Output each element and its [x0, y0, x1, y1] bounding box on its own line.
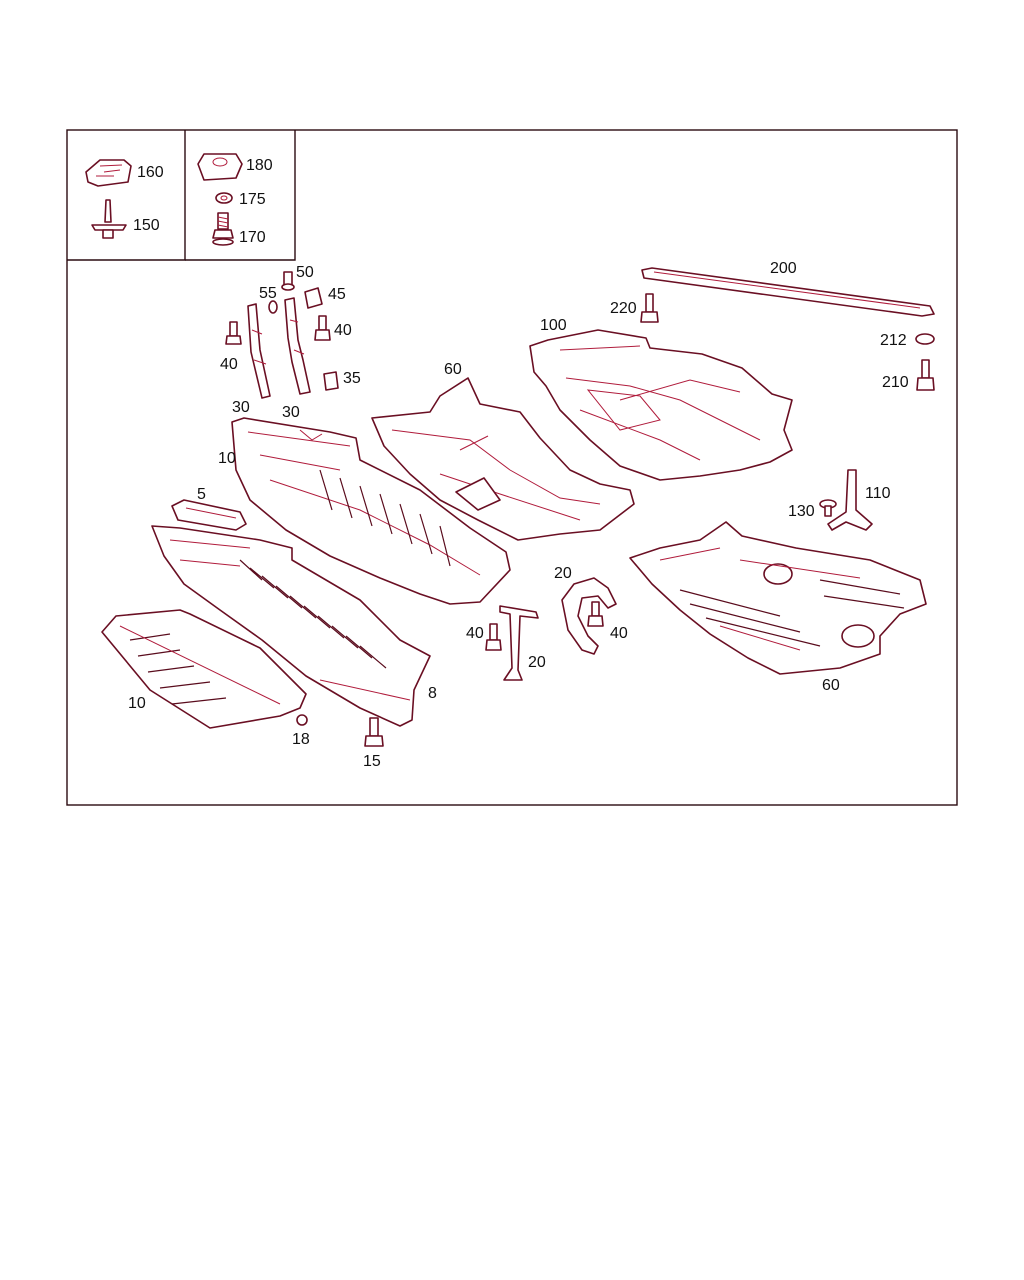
callout-10-lower: 10	[128, 695, 146, 712]
callout-200: 200	[770, 260, 797, 277]
lower-panel-10	[101, 609, 307, 729]
bolt-220-icon	[640, 293, 659, 323]
bracket-110	[827, 469, 873, 531]
callout-5: 5	[197, 486, 206, 503]
callout-40-mid-left: 40	[466, 625, 484, 642]
skid-plate-8	[151, 525, 431, 727]
callout-170: 170	[239, 229, 266, 246]
diagram-frame	[66, 129, 958, 806]
callout-20-lower: 20	[528, 654, 546, 671]
callout-45: 45	[328, 286, 346, 303]
clip-45-icon	[304, 287, 323, 309]
bolt-40-upper-left-icon	[225, 321, 242, 345]
callout-10-upper: 10	[218, 450, 236, 467]
callout-180: 180	[246, 157, 273, 174]
callout-30-right: 30	[282, 404, 300, 421]
bolt-15-icon	[364, 717, 384, 747]
callout-100: 100	[540, 317, 567, 334]
callout-60-upper: 60	[444, 361, 462, 378]
front-underbody-panel-10	[231, 417, 511, 605]
bolt-40-mid-left-icon	[485, 623, 502, 651]
callout-30-left: 30	[232, 399, 250, 416]
callout-212: 212	[880, 332, 907, 349]
callout-8: 8	[428, 685, 437, 702]
bracket-20-right	[561, 577, 617, 655]
bolt-40-upper-right-icon	[314, 315, 331, 341]
callout-210: 210	[882, 374, 909, 391]
bolt-40-mid-right-icon	[587, 601, 604, 627]
callout-60-lower: 60	[822, 677, 840, 694]
screw-130-icon	[819, 499, 837, 517]
callout-50: 50	[296, 264, 314, 281]
callout-220: 220	[610, 300, 637, 317]
bolt-210-icon	[916, 359, 935, 391]
engine-undercover-60-lower	[629, 521, 927, 675]
callout-160: 160	[137, 164, 164, 181]
subframe-cover-100	[529, 329, 793, 481]
bracket-30-right	[284, 297, 311, 395]
callout-110: 110	[865, 485, 891, 502]
legend-box-1	[67, 130, 186, 261]
callout-15: 15	[363, 753, 381, 770]
bracket-30-left	[247, 303, 271, 399]
speed-nut-icon	[197, 153, 243, 181]
clip-35-icon	[323, 371, 339, 391]
engine-undercover-60-upper	[371, 377, 635, 541]
bolt-icon	[212, 212, 234, 246]
push-rivet-icon	[91, 199, 127, 239]
legend-box-2	[185, 130, 296, 261]
washer-55-icon	[268, 300, 278, 314]
callout-20-upper: 20	[554, 565, 572, 582]
callout-40-upper-right: 40	[334, 322, 352, 339]
callout-35: 35	[343, 370, 361, 387]
bolt-50-icon	[281, 271, 295, 291]
washer-212-icon	[915, 333, 935, 345]
nut-18-icon	[296, 714, 308, 726]
callout-175: 175	[239, 191, 266, 208]
callout-40-mid-right: 40	[610, 625, 628, 642]
bracket-20-left	[499, 605, 539, 681]
clip-nut-icon	[85, 159, 132, 187]
callout-55: 55	[259, 285, 277, 302]
bracket-5	[171, 499, 247, 531]
brace-bar-200	[641, 267, 935, 317]
callout-150: 150	[133, 217, 160, 234]
callout-18: 18	[292, 731, 310, 748]
callout-130: 130	[788, 503, 815, 520]
washer-icon	[215, 192, 233, 204]
callout-40-upper-left: 40	[220, 356, 238, 373]
